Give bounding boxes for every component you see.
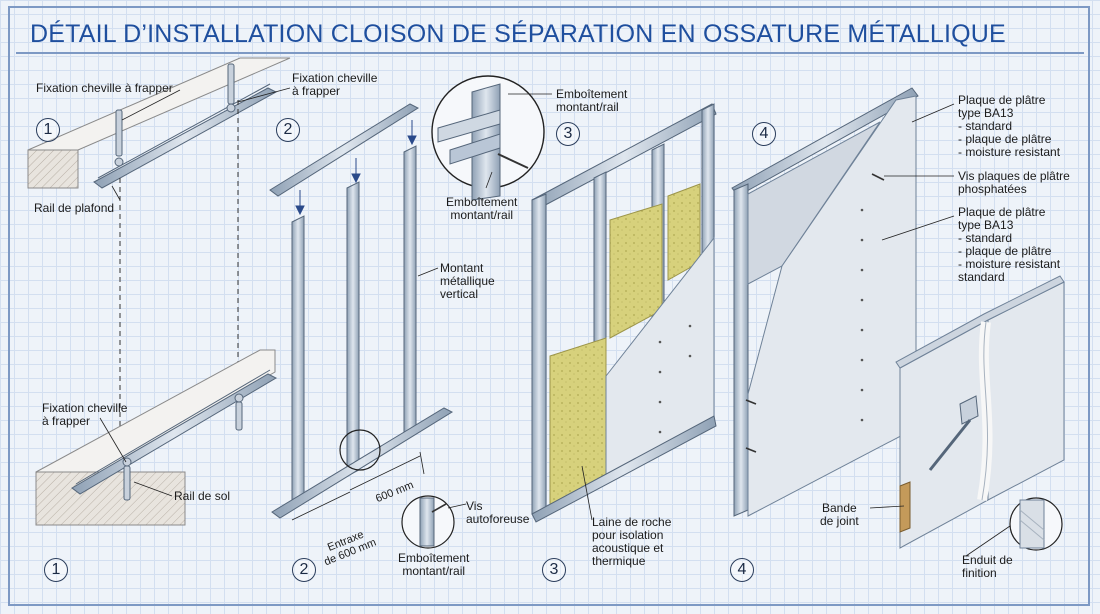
top-rail: [269, 103, 420, 197]
label-bande-de-joint: Bande de joint: [820, 501, 859, 528]
step-2-top: 2: [276, 118, 300, 142]
title-divider: [16, 52, 1084, 54]
panel-4-joint-detail: [869, 275, 1065, 557]
label-plaque-1: Plaque de plâtre type BA13 - standard - …: [958, 93, 1061, 159]
vertical-studs: [291, 145, 417, 501]
inset-joint-detail: [431, 75, 552, 201]
step-1-top: 1: [36, 118, 60, 142]
label-fixation-top-left: Fixation cheville à frapper: [36, 81, 173, 95]
step-2-bottom: 2: [292, 558, 316, 582]
joint-detail-circle: [339, 429, 381, 471]
label-fixation-bottom: Fixation cheville à frapper: [42, 401, 128, 428]
panel-1-ceiling-floor-rails: [27, 57, 291, 526]
label-laine-de-roche: Laine de roche pour isolation acoustique…: [592, 515, 672, 568]
ceiling-slab-edge: [27, 149, 79, 189]
floor-slab-edge: [35, 471, 186, 526]
joint-board-top: [895, 275, 1065, 369]
step-1-bottom: 1: [44, 558, 68, 582]
label-emboitement-bottom: Emboîtement montant/rail: [398, 551, 470, 578]
label-montant: Montant métallique vertical: [440, 261, 495, 301]
floor-anchor-1: [122, 457, 132, 501]
label-rail-sol: Rail de sol: [174, 489, 231, 503]
label-plaque-2: Plaque de plâtre type BA13 - standard - …: [958, 205, 1061, 284]
label-emboitement-top: Emboîtement montant/rail: [556, 87, 628, 114]
step-3-bottom: 3: [542, 558, 566, 582]
bottom-rail-panel-3: [531, 415, 717, 523]
label-emboitement-mid: Emboîtement montant/rail: [446, 195, 518, 222]
panel-3-screws: [658, 324, 692, 434]
panel-4-plasterboard: [731, 87, 955, 517]
joint-knife: [959, 395, 979, 425]
floor-anchor-2: [234, 393, 244, 431]
label-rail-plafond: Rail de plafond: [34, 201, 115, 215]
label-vis-plaques: Vis plaques de plâtre phosphatées: [958, 169, 1070, 196]
inset-screw-detail: [401, 495, 467, 549]
insertion-arrows: [295, 120, 417, 216]
label-fixation-top-right: Fixation cheville à frapper: [292, 71, 378, 98]
step-4-top: 4: [752, 122, 776, 146]
panel-2-studs: [269, 103, 454, 521]
step-4-bottom: 4: [730, 558, 754, 582]
ceiling-anchor-1: [114, 109, 124, 167]
page-title: DÉTAIL D’INSTALLATION CLOISON DE SÉPARAT…: [30, 20, 1006, 48]
bottom-rail: [271, 407, 454, 519]
ceiling-anchor-2: [226, 63, 236, 113]
panel-3-frame-insulation: [531, 103, 717, 523]
step-3-top: 3: [556, 122, 580, 146]
frame-left-stud: [531, 193, 547, 515]
label-enduit: Enduit de finition: [962, 553, 1013, 580]
drawing-frame: [8, 6, 1090, 606]
panel-4-screws: [860, 208, 864, 422]
label-vis-autoforeuse: Vis autoforeuse: [466, 499, 530, 526]
frame-left-stud-4: [733, 183, 749, 517]
